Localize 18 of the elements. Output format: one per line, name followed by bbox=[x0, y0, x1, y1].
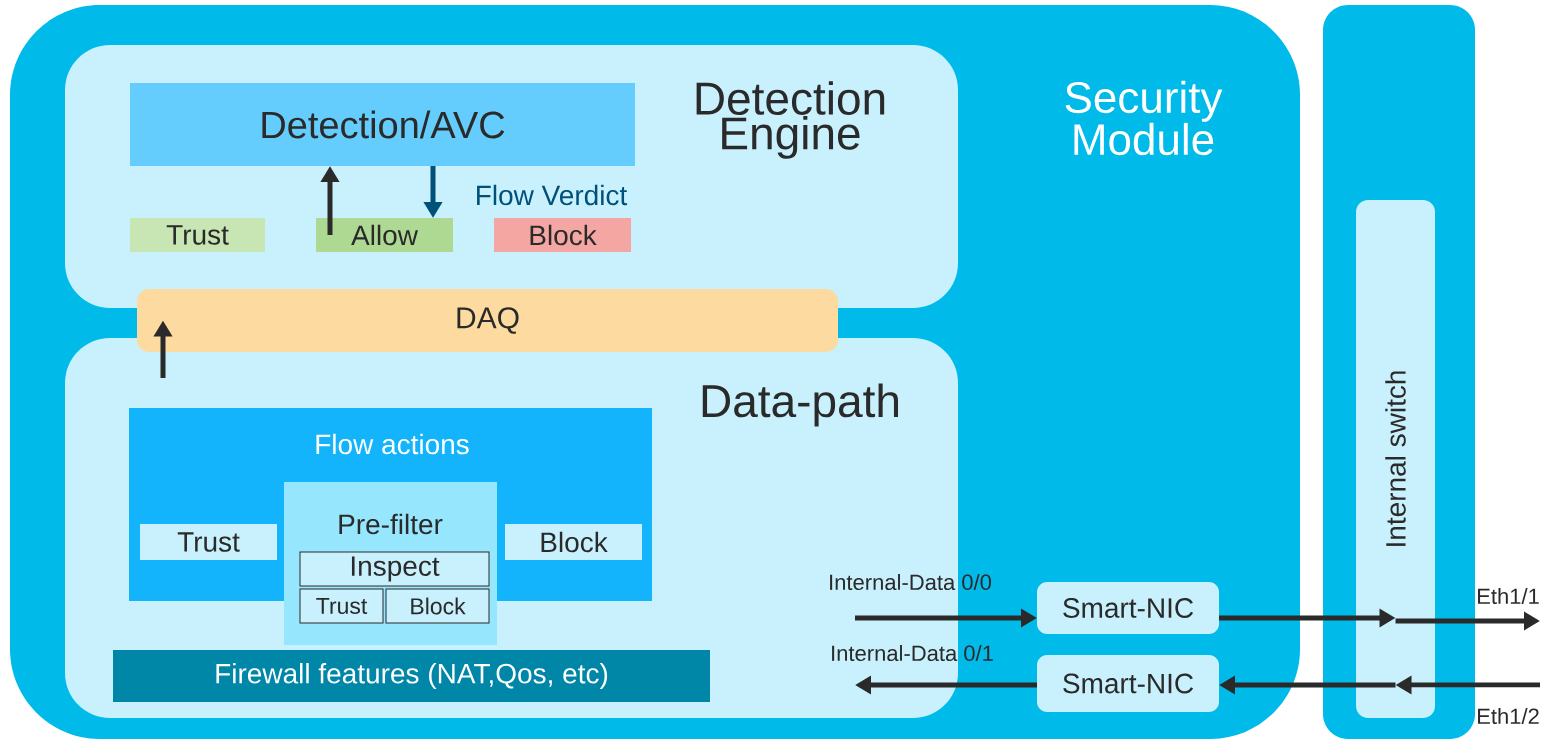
edge-label: Internal-Data 0/0 bbox=[830, 573, 992, 591]
firewall-bar: Firewall features (NAT,Qos, etc) bbox=[113, 650, 710, 702]
action-box: Allow bbox=[316, 218, 453, 252]
action-box: Block bbox=[494, 218, 631, 252]
table-cell: Block bbox=[385, 588, 490, 624]
action-box: Trust bbox=[140, 524, 277, 560]
nic-box: Smart-NIC bbox=[1037, 582, 1219, 634]
daq-bar: DAQ bbox=[137, 289, 838, 352]
action-box: Trust bbox=[130, 218, 265, 252]
table-cell: Trust bbox=[299, 588, 384, 624]
process-box: Detection/AVC bbox=[130, 83, 635, 166]
edge-label: Flow Verdict bbox=[477, 184, 628, 206]
switch-box: Internal switch bbox=[1356, 200, 1435, 718]
action-box: Block bbox=[505, 524, 642, 560]
nic-box: Smart-NIC bbox=[1037, 655, 1219, 712]
edge-label: Internal-Data 0/1 bbox=[832, 644, 993, 662]
edge-label: Eth1/2 bbox=[1478, 707, 1539, 725]
edge-label: Eth1/1 bbox=[1478, 587, 1539, 605]
